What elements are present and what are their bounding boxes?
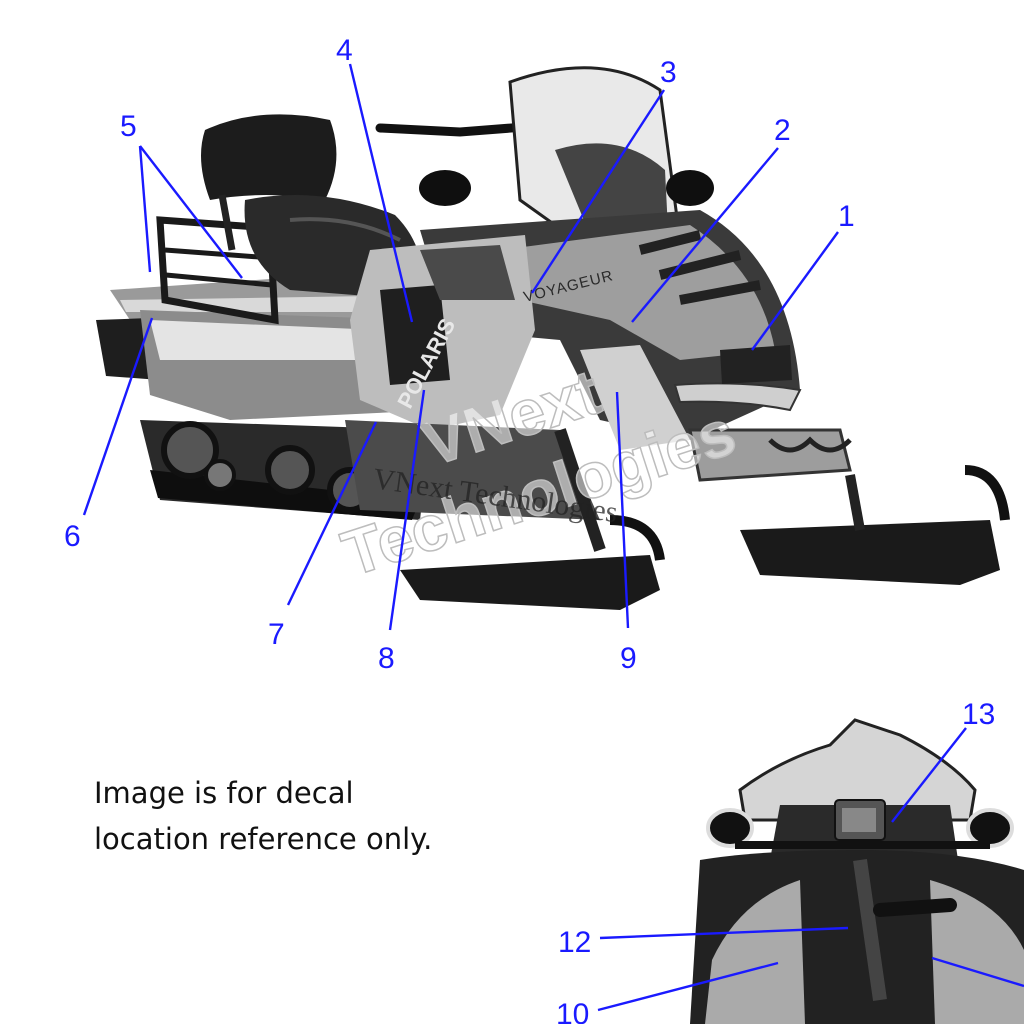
callout-13: 13 [962, 698, 995, 731]
callouts: 1 2 3 4 5 6 7 8 9 10 12 13 [64, 34, 995, 1024]
callout-4: 4 [336, 34, 353, 67]
callout-2: 2 [774, 114, 791, 147]
callout-10: 10 [556, 998, 589, 1024]
callout-6: 6 [64, 520, 81, 553]
snowmobile-front-view [690, 718, 1024, 1024]
callout-9: 9 [620, 642, 637, 675]
reference-note-line-1: Image is for decal [94, 776, 354, 810]
leader-lines [82, 63, 1024, 1012]
reference-note: Image is for decal location reference on… [94, 770, 514, 862]
callout-7: 7 [268, 618, 285, 651]
reference-note-line-2: location reference only. [94, 822, 433, 856]
snowmobile-side-view [96, 66, 1010, 610]
callout-8: 8 [378, 642, 395, 675]
callout-5: 5 [120, 110, 137, 143]
callout-3: 3 [660, 56, 677, 89]
callout-12: 12 [558, 926, 591, 959]
callout-1: 1 [838, 200, 855, 233]
